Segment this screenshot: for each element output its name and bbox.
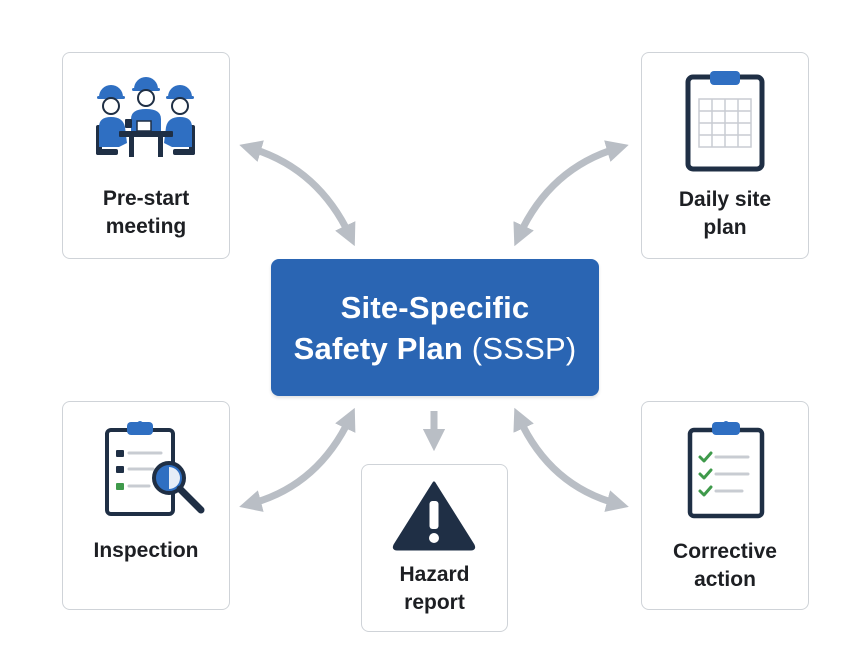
card-corrective-label: Corrective action bbox=[673, 540, 777, 591]
card-daily-site-plan: Daily site plan bbox=[641, 52, 809, 259]
arrow-prestart-center bbox=[239, 140, 356, 247]
card-corrective-action: Corrective action bbox=[641, 401, 809, 610]
center-title-line1: Site-Specific bbox=[340, 289, 530, 325]
center-sssp-box: Site-Specific Safety Plan (SSSP) bbox=[271, 259, 599, 396]
arrow-daily-center bbox=[513, 140, 629, 247]
arrow-center-inspection bbox=[239, 407, 356, 512]
card-inspection: Inspection bbox=[62, 401, 230, 610]
card-daily-label: Daily site plan bbox=[678, 188, 772, 239]
checklist-checkmarks-icon bbox=[687, 421, 765, 519]
team-meeting-icon bbox=[96, 77, 195, 157]
center-title-main: Safety Plan bbox=[293, 330, 463, 366]
warning-triangle-icon bbox=[392, 481, 476, 551]
card-hazard-label: Hazard report bbox=[399, 563, 470, 614]
center-title-line2: Safety Plan (SSSP) bbox=[294, 328, 577, 369]
card-prestart-label: Pre-start meeting bbox=[102, 187, 190, 238]
center-title-abbr: (SSSP) bbox=[471, 330, 577, 366]
card-hazard-report: Hazard report bbox=[361, 464, 508, 632]
arrow-center-corrective bbox=[513, 407, 629, 512]
card-inspection-label: Inspection bbox=[93, 539, 199, 562]
clipboard-grid-icon bbox=[685, 71, 765, 172]
card-prestart-meeting: Pre-start meeting bbox=[62, 52, 230, 259]
checklist-magnifier-icon bbox=[105, 421, 205, 516]
